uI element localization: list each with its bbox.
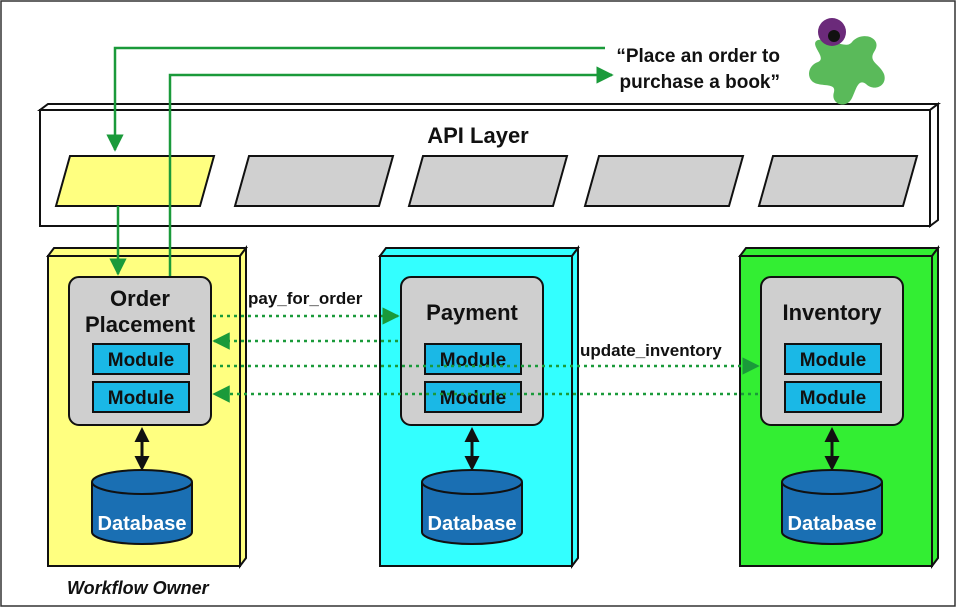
order-title-line2: Placement xyxy=(85,312,196,337)
api-layer: API Layer xyxy=(37,102,941,228)
user-quote-line1: “Place an order to xyxy=(616,46,780,67)
user-figure-icon xyxy=(809,18,885,105)
api-endpoint-order[interactable] xyxy=(54,155,216,207)
order-title-line1: Order xyxy=(110,286,170,311)
order-database: Database xyxy=(98,513,187,535)
service-order-placement: Order Placement Module Module Database xyxy=(46,245,248,569)
api-endpoint-3[interactable] xyxy=(407,155,569,207)
order-module-2: Module xyxy=(108,388,175,409)
payment-title: Payment xyxy=(426,300,518,325)
payment-module-1: Module xyxy=(440,350,507,371)
user-quote-line2: purchase a book” xyxy=(620,72,781,93)
response-arrow xyxy=(168,66,614,276)
api-layer-title: API Layer xyxy=(427,123,529,148)
workflow-owner-label: Workflow Owner xyxy=(67,578,210,598)
inventory-database: Database xyxy=(788,513,877,535)
api-endpoint-2[interactable] xyxy=(233,155,395,207)
update-inventory-label: update_inventory xyxy=(580,341,722,360)
service-calls xyxy=(212,307,760,403)
inventory-module-2: Module xyxy=(800,388,867,409)
api-endpoint-5[interactable] xyxy=(757,155,919,207)
service-payment: Payment Module Module Database xyxy=(378,245,580,569)
request-arrow xyxy=(106,46,605,152)
service-inventory: Inventory Module Module Database xyxy=(738,245,940,569)
pay-for-order-label: pay_for_order xyxy=(248,289,363,308)
payment-database: Database xyxy=(428,513,517,535)
inventory-module-1: Module xyxy=(800,350,867,371)
request-flow xyxy=(106,46,614,276)
order-module-1: Module xyxy=(108,350,175,371)
inventory-title: Inventory xyxy=(782,300,882,325)
payment-module-2: Module xyxy=(440,388,507,409)
api-endpoint-4[interactable] xyxy=(583,155,745,207)
